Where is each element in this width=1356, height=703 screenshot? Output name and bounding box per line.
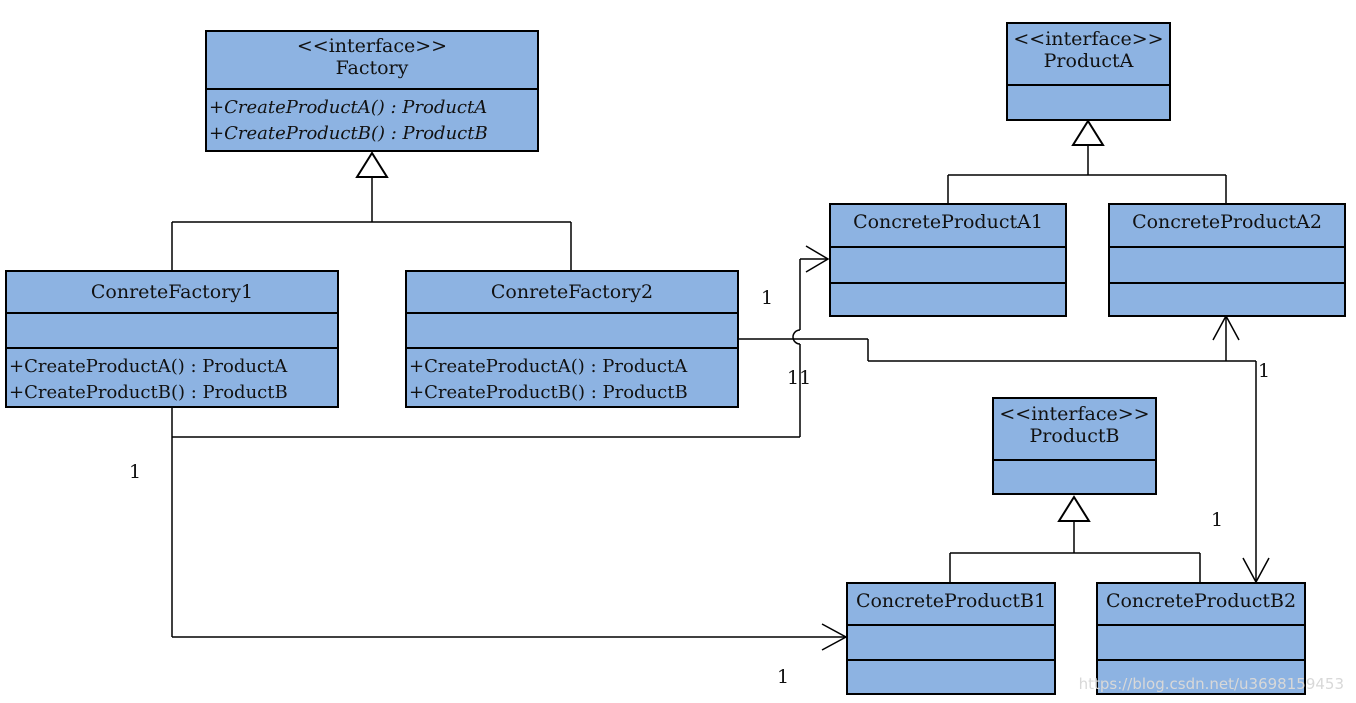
concrete-product-b1-name: ConcreteProductB1 [855,590,1047,612]
product-b-name: ProductB [1029,425,1120,447]
concrete-product-b2-box[interactable]: ConcreteProductB2 [1096,582,1306,695]
concrete-product-b1-box[interactable]: ConcreteProductB1 [846,582,1056,695]
multiplicity-cf1-end: 1 [129,461,142,483]
concrete-factory2-op-create-b: +CreateProductB() : ProductB [409,382,688,403]
concrete-factory1-op-create-b: +CreateProductB() : ProductB [9,382,288,403]
concrete-factory1-box[interactable]: ConreteFactory1 +CreateProductA() : Prod… [5,270,339,408]
concrete-factory1-name: ConreteFactory1 [90,281,254,303]
product-a-generalization-triangle [1071,119,1105,146]
product-b-generalization-triangle [1057,495,1091,522]
multiplicity-b1-end: 1 [777,666,790,688]
multiplicity-b2-end: 1 [1211,509,1224,531]
multiplicity-cf2-end: 1 [761,287,774,309]
concrete-product-a1-name: ConcreteProductA1 [853,211,1043,233]
multiplicity-a2-right: 1 [1258,360,1271,382]
concrete-product-b2-name: ConcreteProductB2 [1105,590,1297,612]
product-a-interface-box[interactable]: <<interface>> ProductA [1006,22,1171,121]
factory-name: Factory [335,57,409,79]
concrete-factory2-op-create-a: +CreateProductA() : ProductA [409,356,688,377]
concrete-product-a1-box[interactable]: ConcreteProductA1 [829,203,1067,317]
concrete-factory2-box[interactable]: ConreteFactory2 +CreateProductA() : Prod… [405,270,739,408]
factory-interface-box[interactable]: <<interface>> Factory +CreateProductA() … [205,30,539,152]
product-b-stereotype: <<interface>> [999,403,1150,425]
factory-stereotype: <<interface>> [296,35,448,57]
factory-generalization-triangle [355,151,389,178]
concrete-product-a2-box[interactable]: ConcreteProductA2 [1108,203,1346,317]
concrete-product-a2-name: ConcreteProductA2 [1132,211,1322,233]
product-a-stereotype: <<interface>> [1013,28,1164,50]
multiplicity-a1-end: 11 [787,367,812,389]
factory-op-create-b: +CreateProductB() : ProductB [209,123,488,144]
concrete-factory1-op-create-a: +CreateProductA() : ProductA [9,356,288,377]
concrete-factory2-name: ConreteFactory2 [490,281,654,303]
product-b-interface-box[interactable]: <<interface>> ProductB [992,397,1157,495]
watermark: https://blog.csdn.net/u3698159453 [1078,675,1344,693]
factory-op-create-a: +CreateProductA() : ProductA [209,97,488,118]
product-a-name: ProductA [1043,50,1134,72]
